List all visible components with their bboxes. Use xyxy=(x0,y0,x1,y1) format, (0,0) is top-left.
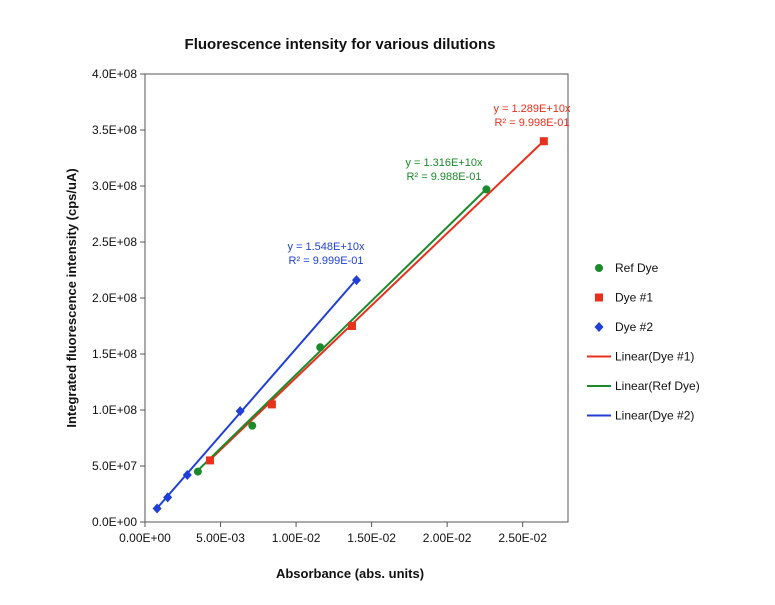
x-tick-label: 2.00E-02 xyxy=(423,531,472,545)
legend-label: Linear(Dye #2) xyxy=(615,409,694,423)
data-point-0-3 xyxy=(482,185,491,194)
data-point-1-1 xyxy=(267,400,276,409)
data-point-2-2 xyxy=(182,469,192,480)
x-tick-label: 1.00E-02 xyxy=(272,531,321,545)
data-point-2-1 xyxy=(163,492,173,503)
legend-marker-0 xyxy=(595,264,603,272)
trendline-r2-2: R² = 9.999E-01 xyxy=(289,255,364,267)
trendline-1 xyxy=(197,188,488,472)
trendline-r2-0: R² = 9.998E-01 xyxy=(495,117,570,129)
trendline-equation-2: y = 1.548E+10x xyxy=(287,241,365,253)
plot-area: 0.0E+00 5.0E+07 1.0E+08 1.5E+08 2.0E+08 2.5E+… xyxy=(92,67,571,545)
x-tick-label: 2.50E-02 xyxy=(498,531,547,545)
legend-label: Dye #1 xyxy=(615,291,653,305)
y-tick-label: 2.0E+08 xyxy=(92,291,137,305)
data-point-2-3 xyxy=(235,406,245,417)
trendline-r2-1: R² = 9.988E-01 xyxy=(407,171,482,183)
x-tick-label: 1.50E-02 xyxy=(347,531,396,545)
y-tick-label: 1.0E+08 xyxy=(92,403,137,417)
legend-marker-1 xyxy=(595,293,603,302)
legend-marker-2 xyxy=(594,322,604,332)
legend-label: Ref Dye xyxy=(615,261,659,275)
data-point-2-0 xyxy=(152,503,162,514)
data-point-1-2 xyxy=(347,322,356,330)
data-point-1-0 xyxy=(205,456,214,465)
y-tick-label: 4.0E+08 xyxy=(92,67,137,81)
y-tick-label: 1.5E+08 xyxy=(92,347,137,361)
legend-label: Dye #2 xyxy=(615,320,653,334)
y-tick-label: 3.5E+08 xyxy=(92,123,137,137)
data-point-0-0 xyxy=(193,467,202,476)
trendline-2 xyxy=(156,278,358,509)
data-point-0-2 xyxy=(316,343,325,352)
trendline-0 xyxy=(209,140,545,461)
y-tick-label: 5.0E+07 xyxy=(92,459,137,473)
chart-title: Fluorescence intensity for various dilut… xyxy=(185,36,496,53)
data-point-1-3 xyxy=(539,137,548,146)
plot-frame xyxy=(144,73,569,523)
y-axis-label: Integrated fluorescence intensity (cps/u… xyxy=(64,168,79,427)
legend-label: Linear(Dye #1) xyxy=(615,350,694,364)
data-point-2-4 xyxy=(352,275,361,286)
x-tick-label: 0.00E+00 xyxy=(119,531,171,545)
x-tick-label: 5.00E-03 xyxy=(196,531,245,545)
y-tick-label: 0.0E+00 xyxy=(92,515,137,529)
data-point-0-1 xyxy=(248,421,257,430)
y-tick-label: 2.5E+08 xyxy=(92,235,137,249)
y-tick-label: 3.0E+08 xyxy=(92,179,137,193)
x-axis-label: Absorbance (abs. units) xyxy=(276,566,424,581)
trendline-equation-0: y = 1.289E+10x xyxy=(493,103,571,115)
legend-label: Linear(Ref Dye) xyxy=(615,379,700,393)
trendline-equation-1: y = 1.316E+10x xyxy=(405,157,483,169)
